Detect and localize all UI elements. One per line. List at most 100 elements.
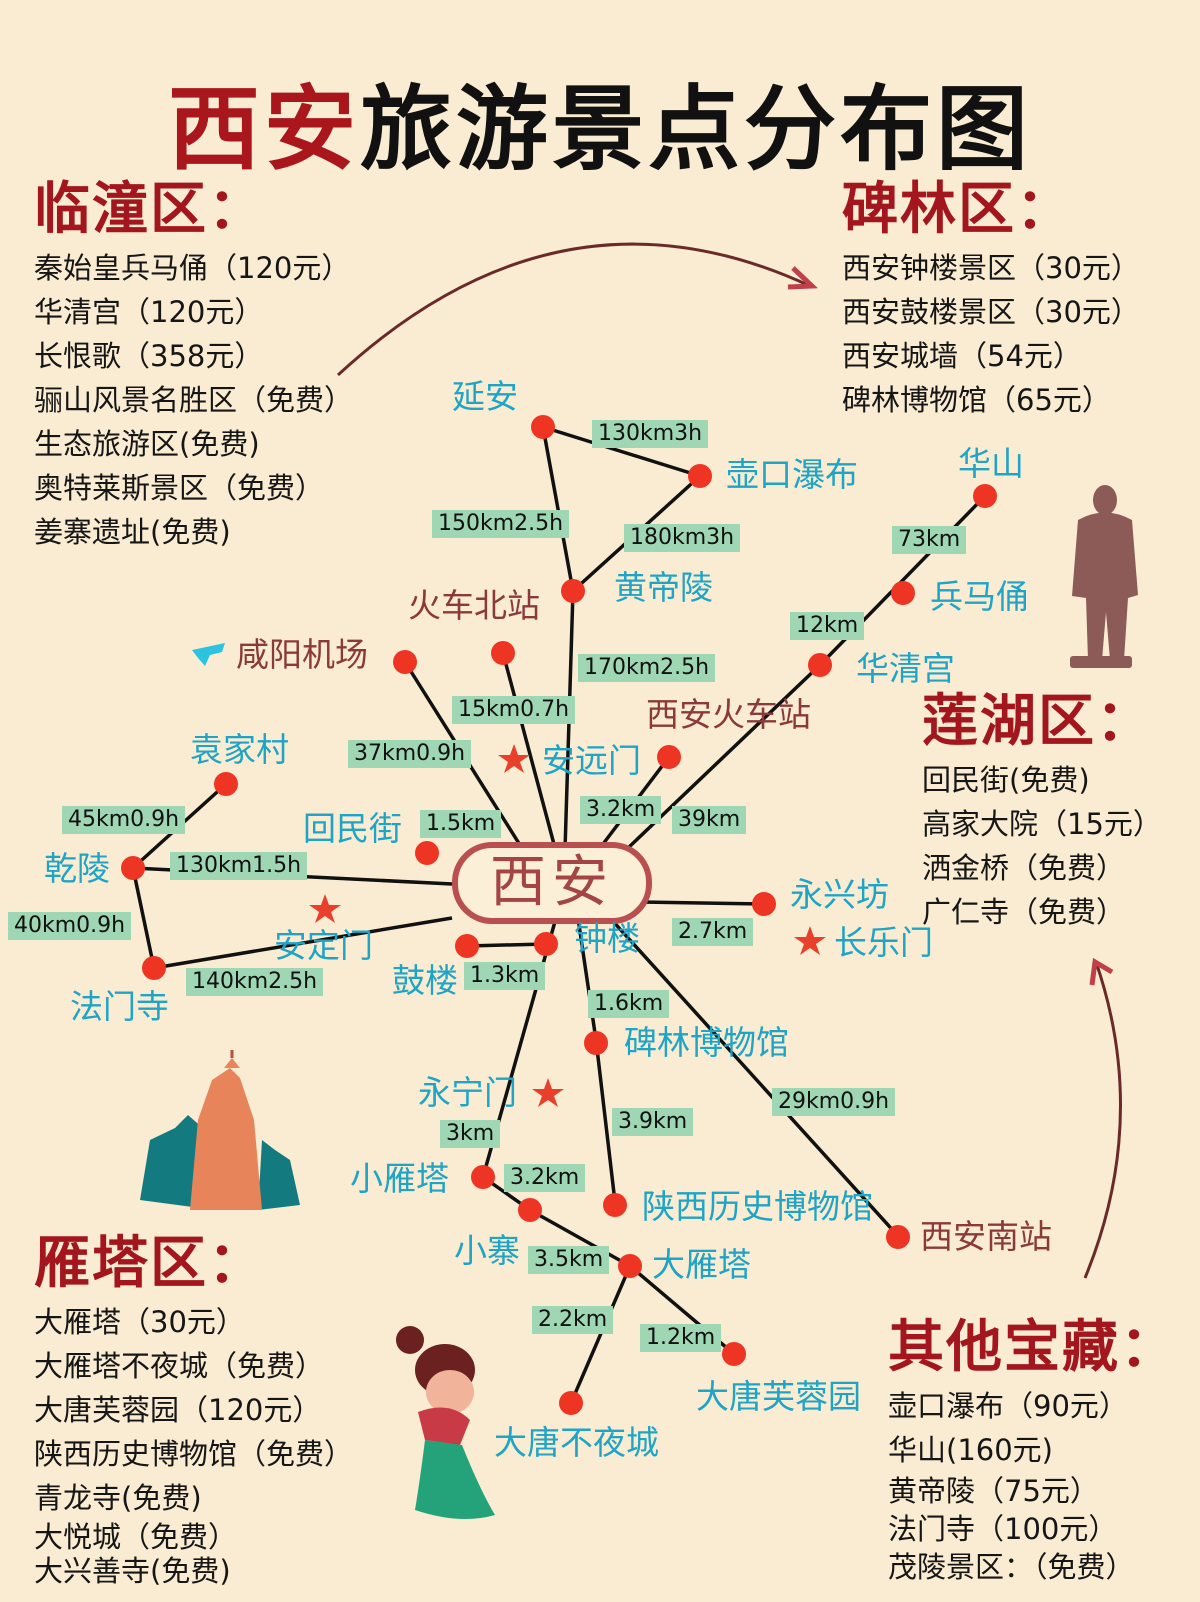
list-item: 秦始皇兵马俑（120元） <box>34 251 351 285</box>
place-anyuanmen[interactable]: 安远门 <box>542 741 641 780</box>
place-xiaozhai[interactable]: 小寨 <box>454 1231 520 1270</box>
distance-badge: 170km2.5h <box>578 654 716 682</box>
distance-badge: 45km0.9h <box>62 806 186 834</box>
warrior-illustration <box>1070 485 1138 668</box>
dancer-illustration <box>396 1326 495 1519</box>
list-item: 姜寨遗址(免费) <box>34 515 231 549</box>
pagoda-illustration <box>140 1050 300 1210</box>
list-item: 长恨歌（358元） <box>34 339 264 373</box>
place-huiminjie[interactable]: 回民街 <box>303 809 402 848</box>
list-item: 大兴善寺(免费) <box>34 1554 231 1588</box>
arrow-curve-top <box>336 242 811 377</box>
distance-badge: 3.5km <box>528 1246 610 1274</box>
place-shaanxi-museum[interactable]: 陕西历史博物馆 <box>642 1187 873 1226</box>
distance-badge: 2.7km <box>672 918 754 946</box>
distance-badge: 3km <box>440 1120 501 1148</box>
arrow-curve-right <box>1083 961 1122 1279</box>
district-beilin: 碑林区： 西安钟楼景区（30元） 西安鼓楼景区（30元） 西安城墙（54元） 碑… <box>842 178 1140 422</box>
district-lintong: 临潼区： 秦始皇兵马俑（120元） 华清宫（120元） 长恨歌（358元） 骊山… <box>34 178 353 554</box>
distance-badge: 73km <box>892 526 967 554</box>
list-item: 西安鼓楼景区（30元） <box>842 295 1140 329</box>
arrow-head-right <box>1089 957 1114 986</box>
list-item: 法门寺（100元） <box>888 1512 1118 1546</box>
place-yongxingfang[interactable]: 永兴坊 <box>790 875 889 914</box>
list-item: 大雁塔（30元） <box>34 1305 245 1339</box>
distance-badge: 130km3h <box>592 420 709 448</box>
distance-badge: 3.9km <box>612 1108 694 1136</box>
distance-badge: 140km2.5h <box>186 968 324 996</box>
list-item: 高家大院（15元） <box>922 807 1162 841</box>
place-furongyuan[interactable]: 大唐芙蓉园 <box>696 1377 861 1416</box>
list-item: 大悦城（免费） <box>34 1520 238 1554</box>
list-item: 回民街(免费) <box>922 763 1090 797</box>
distance-badge: 130km1.5h <box>170 852 308 880</box>
distance-badge: 29km0.9h <box>772 1088 896 1116</box>
list-item: 华山(160元) <box>888 1433 1053 1467</box>
center-xian[interactable]: 西安 <box>452 842 652 924</box>
list-item: 茂陵景区：（免费） <box>888 1550 1135 1584</box>
list-item: 生态旅游区(免费) <box>34 427 260 461</box>
list-item: 黄帝陵（75元） <box>888 1474 1099 1508</box>
list-item: 骊山风景名胜区（免费） <box>34 383 354 417</box>
distance-badge: 180km3h <box>624 524 741 552</box>
distance-badge: 12km <box>790 612 865 640</box>
distance-badge: 1.3km <box>464 962 546 990</box>
distance-badge: 1.6km <box>588 990 670 1018</box>
place-xian-station[interactable]: 西安火车站 <box>646 695 811 734</box>
distance-badge: 1.5km <box>420 810 502 838</box>
place-huaqinggong[interactable]: 华清宫 <box>856 649 955 688</box>
list-item: 西安城墙（54元） <box>842 339 1082 373</box>
place-yanan[interactable]: 延安 <box>452 377 518 416</box>
place-zhonglou[interactable]: 钟楼 <box>574 919 640 958</box>
place-beilin-museum[interactable]: 碑林博物馆 <box>624 1023 789 1062</box>
list-item: 广仁寺（免费） <box>922 895 1126 929</box>
map-nodes <box>121 415 997 1415</box>
place-qianling[interactable]: 乾陵 <box>44 849 110 888</box>
distance-badge: 1.2km <box>640 1324 722 1352</box>
list-item: 青龙寺(免费) <box>34 1481 202 1515</box>
place-xianyang-airport[interactable]: 咸阳机场 <box>236 635 368 674</box>
arrow-head-top <box>787 266 819 290</box>
place-huochebeizhan[interactable]: 火车北站 <box>408 586 540 625</box>
place-yuanjiacun[interactable]: 袁家村 <box>190 730 289 769</box>
page-title: 西安旅游景点分布图 <box>0 55 1200 188</box>
list-item: 华清宫（120元） <box>34 295 264 329</box>
district-heading: 雁塔区： <box>34 1231 266 1296</box>
place-xian-south[interactable]: 西安南站 <box>920 1217 1052 1256</box>
place-buyecheng[interactable]: 大唐不夜城 <box>494 1423 659 1462</box>
list-item: 奥特莱斯景区（免费） <box>34 471 325 505</box>
airplane-icon <box>192 643 225 666</box>
title-rest: 旅游景点分布图 <box>360 76 1033 183</box>
list-item: 洒金桥（免费） <box>922 851 1126 885</box>
district-heading: 碑林区： <box>842 177 1074 242</box>
distance-badge: 37km0.9h <box>348 740 472 768</box>
place-hukou[interactable]: 壶口瀑布 <box>726 455 858 494</box>
distance-badge: 3.2km <box>504 1164 586 1192</box>
place-yongningmen[interactable]: 永宁门 <box>418 1073 517 1112</box>
list-item: 大唐芙蓉园（120元） <box>34 1393 322 1427</box>
distance-badge: 40km0.9h <box>8 912 132 940</box>
district-heading: 其他宝藏： <box>888 1315 1178 1380</box>
distance-badge: 150km2.5h <box>432 510 570 538</box>
place-bingmayong[interactable]: 兵马俑 <box>930 577 1029 616</box>
star-icons <box>309 744 826 1107</box>
place-huashan[interactable]: 华山 <box>958 444 1024 483</box>
list-item: 壶口瀑布（90元） <box>888 1389 1128 1423</box>
list-item: 陕西历史博物馆（免费） <box>34 1437 354 1471</box>
place-andingmen[interactable]: 安定门 <box>274 926 373 965</box>
distance-badge: 39km <box>672 806 747 834</box>
place-huangdiling[interactable]: 黄帝陵 <box>614 568 713 607</box>
district-lianhu: 莲湖区： 回民街(免费) 高家大院（15元） 洒金桥（免费） 广仁寺（免费） <box>922 690 1162 934</box>
place-xiaoyanta[interactable]: 小雁塔 <box>350 1159 449 1198</box>
district-others: 其他宝藏： 壶口瀑布（90元） 华山(160元) 黄帝陵（75元） 法门寺（10… <box>888 1316 1178 1586</box>
distance-badge: 15km0.7h <box>452 696 576 724</box>
district-heading: 莲湖区： <box>922 689 1154 754</box>
district-yanta: 雁塔区： 大雁塔（30元） 大雁塔不夜城（免费） 大唐芙蓉园（120元） 陕西历… <box>34 1231 354 1589</box>
place-changlemen[interactable]: 长乐门 <box>834 923 933 962</box>
list-item: 大雁塔不夜城（免费） <box>34 1349 325 1383</box>
place-famensi[interactable]: 法门寺 <box>70 987 169 1026</box>
list-item: 碑林博物馆（65元） <box>842 383 1111 417</box>
place-dayanta[interactable]: 大雁塔 <box>652 1245 751 1284</box>
place-gulou[interactable]: 鼓楼 <box>392 961 458 1000</box>
